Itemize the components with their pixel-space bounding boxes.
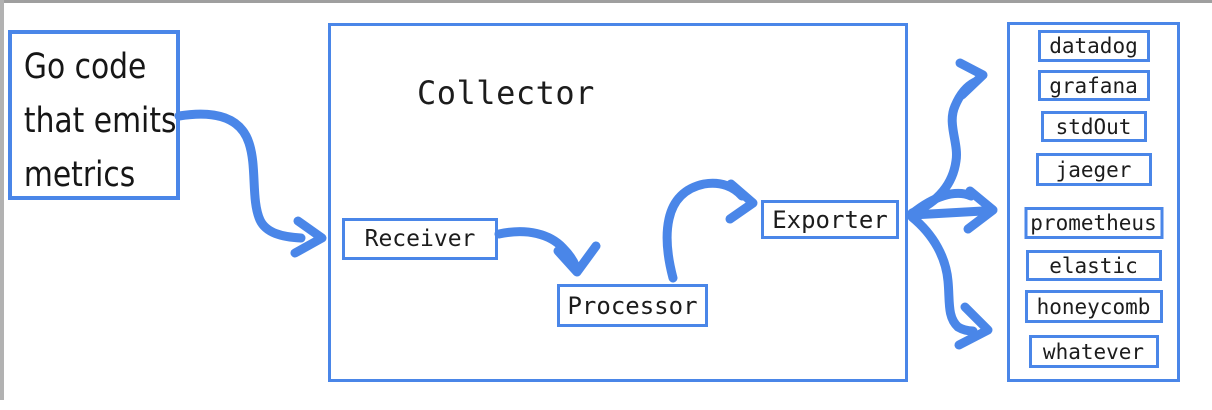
source-line: that emits: [23, 101, 177, 141]
destination-box-honeycomb: honeycomb: [1024, 290, 1163, 323]
destination-box-whatever: whatever: [1028, 335, 1159, 368]
destination-box-elastic: elastic: [1025, 250, 1162, 281]
destination-box-stdout: stdOut: [1040, 111, 1147, 142]
destination-label: elastic: [1049, 253, 1138, 278]
receiver-label: Receiver: [364, 226, 476, 252]
destination-box-datadog: datadog: [1037, 30, 1150, 62]
collector-box: Collector Receiver Processor Exporter: [328, 23, 908, 382]
receiver-box: Receiver: [342, 218, 498, 260]
destination-label: honeycomb: [1036, 294, 1151, 319]
arrow-exporter-fanout-middle-icon: [907, 186, 998, 234]
destination-box-grafana: grafana: [1037, 70, 1150, 101]
source-line: metrics: [23, 155, 136, 195]
exporter-box: Exporter: [761, 200, 899, 239]
arrow-exporter-fanout-bottom-icon: [907, 212, 993, 350]
destination-label: prometheus: [1030, 211, 1157, 235]
window-top-edge: [0, 0, 1212, 3]
destination-box-jaeger: jaeger: [1035, 153, 1152, 186]
source-code-box: Go code that emits metrics: [8, 30, 180, 200]
destination-label: jaeger: [1055, 157, 1132, 182]
arrow-source-to-receiver-icon: [174, 109, 327, 258]
source-code-text: Go code that emits metrics: [12, 34, 177, 202]
window-left-edge: [0, 0, 4, 400]
processor-label: Processor: [567, 291, 698, 320]
destination-box-prometheus: prometheus: [1024, 207, 1163, 239]
processor-box: Processor: [557, 284, 708, 327]
destination-label: grafana: [1049, 73, 1138, 98]
exporter-label: Exporter: [772, 205, 888, 234]
arrow-exporter-fanout-top-icon: [907, 58, 988, 218]
destination-label: whatever: [1042, 339, 1145, 364]
destination-label: datadog: [1049, 34, 1138, 58]
destination-label: stdOut: [1055, 114, 1132, 139]
source-line: Go code: [23, 47, 147, 87]
destinations-panel: datadog grafana stdOut jaeger prometheus…: [1007, 22, 1180, 382]
collector-title: Collector: [417, 74, 595, 112]
